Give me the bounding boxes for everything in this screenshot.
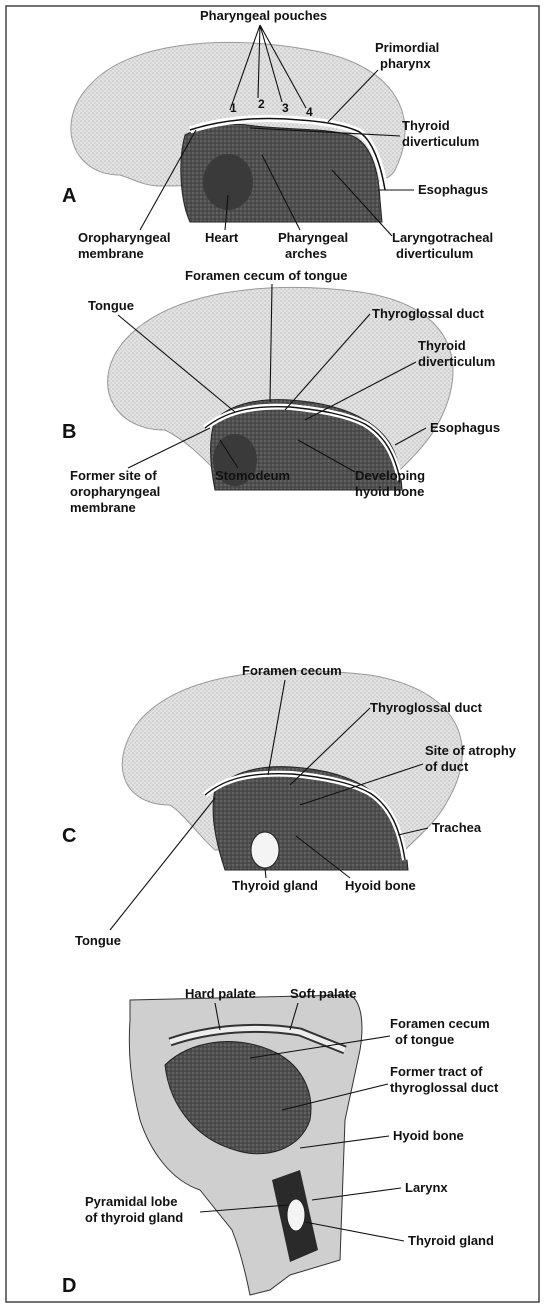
panel-a-heart-shape — [203, 154, 253, 210]
label-thyroglossal-duct-c: Thyroglossal duct — [370, 700, 483, 715]
label-tongue-b: Tongue — [88, 298, 134, 313]
label-pharyngeal-arches-1: Pharyngeal — [278, 230, 348, 245]
label-larynx: Larynx — [405, 1180, 448, 1195]
label-pharyngeal-pouches: Pharyngeal pouches — [200, 8, 327, 23]
label-former-site-3: membrane — [70, 500, 136, 515]
label-esophagus-b: Esophagus — [430, 420, 500, 435]
label-thyroid-gland-c: Thyroid gland — [232, 878, 318, 893]
label-former-site-1: Former site of — [70, 468, 157, 483]
panel-letter-a: A — [62, 185, 76, 207]
label-foramen-cecum-of-tongue: Foramen cecum of tongue — [185, 268, 348, 283]
label-stomodeum: Stomodeum — [215, 468, 290, 483]
label-hyoid-bone-d: Hyoid bone — [393, 1128, 464, 1143]
label-foramen-cecum-d-1: Foramen cecum — [390, 1016, 490, 1031]
label-former-site-2: oropharyngeal — [70, 484, 160, 499]
label-hyoid-bone-c: Hyoid bone — [345, 878, 416, 893]
pouch-number-3: 3 — [282, 101, 289, 115]
panel-letter-b: B — [62, 421, 76, 443]
label-former-tract-1: Former tract of — [390, 1064, 483, 1079]
label-former-tract-2: thyroglossal duct — [390, 1080, 499, 1095]
label-thyroid-gland-d: Thyroid gland — [408, 1233, 494, 1248]
panel-d: Hard palate Soft palate Foramen cecum of… — [62, 986, 499, 1297]
label-pyramidal-lobe-2: of thyroid gland — [85, 1210, 183, 1225]
pouch-number-4: 4 — [306, 105, 313, 119]
label-laryngotracheal-1: Laryngotracheal — [392, 230, 493, 245]
label-heart: Heart — [205, 230, 239, 245]
label-foramen-cecum-d-2: of tongue — [395, 1032, 454, 1047]
label-tongue-c: Tongue — [75, 933, 121, 948]
label-site-atrophy-1: Site of atrophy — [425, 743, 517, 758]
label-pharyngeal-arches-2: arches — [285, 246, 327, 261]
label-thyroglossal-duct-b: Thyroglossal duct — [372, 306, 485, 321]
panel-letter-d: D — [62, 1275, 76, 1297]
label-primordial-pharynx-1: Primordial — [375, 40, 439, 55]
label-site-atrophy-2: of duct — [425, 759, 469, 774]
panel-a: 1 2 3 4 Pharyngeal pouches Primordial ph… — [62, 8, 493, 261]
label-laryngotracheal-2: diverticulum — [396, 246, 473, 261]
label-oropharyngeal-membrane-2: membrane — [78, 246, 144, 261]
label-thyroid-diverticulum-a-1: Thyroid — [402, 118, 450, 133]
label-esophagus-a: Esophagus — [418, 182, 488, 197]
panel-letter-c: C — [62, 825, 76, 847]
label-primordial-pharynx-2: pharynx — [380, 56, 431, 71]
panel-c-thyroid-shape — [251, 832, 279, 868]
panel-c: Foramen cecum Thyroglossal duct Site of … — [62, 663, 517, 948]
label-trachea: Trachea — [432, 820, 482, 835]
label-thyroid-diverticulum-a-2: diverticulum — [402, 134, 479, 149]
label-developing-hyoid-1: Developing — [355, 468, 425, 483]
panel-b: Foramen cecum of tongue Tongue Thyroglos… — [62, 268, 500, 515]
label-oropharyngeal-membrane-1: Oropharyngeal — [78, 230, 170, 245]
label-hard-palate: Hard palate — [185, 986, 256, 1001]
label-thyroid-diverticulum-b-1: Thyroid — [418, 338, 466, 353]
panel-d-thyroid — [287, 1199, 305, 1231]
label-developing-hyoid-2: hyoid bone — [355, 484, 424, 499]
pouch-number-2: 2 — [258, 97, 265, 111]
label-thyroid-diverticulum-b-2: diverticulum — [418, 354, 495, 369]
label-pyramidal-lobe-1: Pyramidal lobe — [85, 1194, 177, 1209]
label-soft-palate: Soft palate — [290, 986, 356, 1001]
label-foramen-cecum-c: Foramen cecum — [242, 663, 342, 678]
